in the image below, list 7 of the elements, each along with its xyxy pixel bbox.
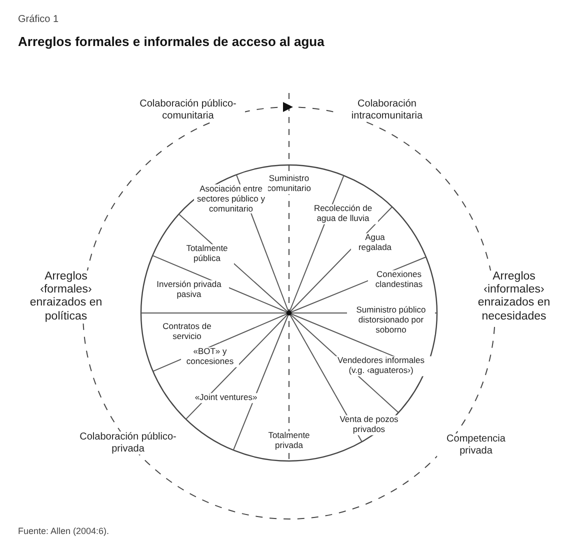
segment-label: «BOT» y concesiones	[181, 347, 239, 367]
source-note: Fuente: Allen (2004:6).	[18, 526, 110, 536]
outer-label: Colaboración público-privada	[77, 432, 179, 454]
figure-number: Gráfico 1	[18, 14, 59, 25]
diagram-title: Arreglos formales e informales de acceso al agua	[18, 34, 324, 49]
segment-label: Suministro público distorsionado por soborno	[347, 305, 435, 335]
segment-label: Asociación entre sectores público y comunitario	[194, 184, 268, 214]
